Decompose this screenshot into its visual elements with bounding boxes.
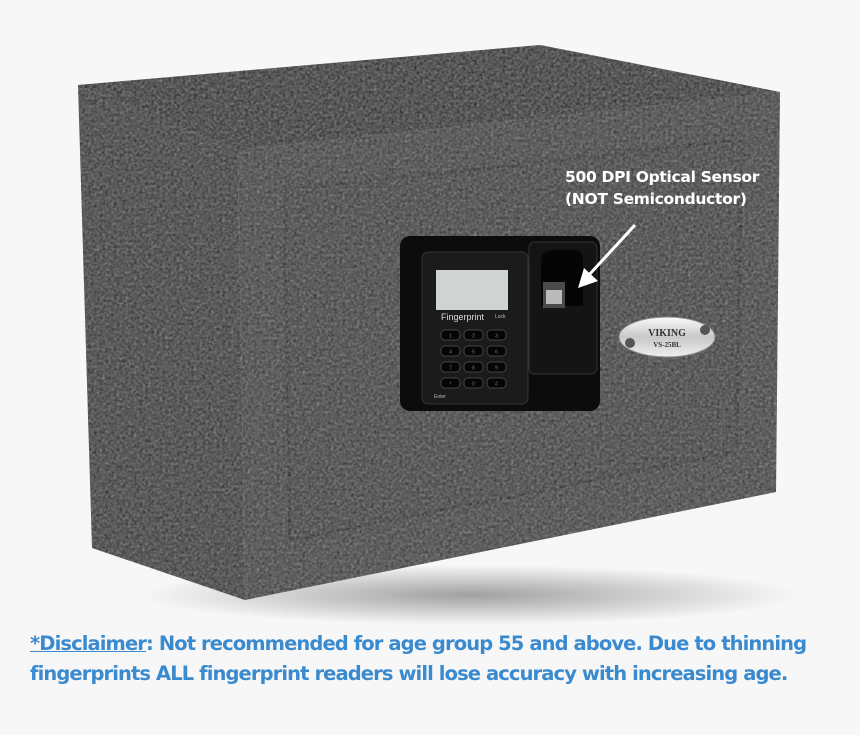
lock-label: Lock [495,314,506,320]
key-6[interactable] [486,345,507,357]
callout-line-2: (NOT Semiconductor) [565,190,747,208]
key-label: 3 [495,334,498,340]
key-4[interactable] [440,345,461,357]
key-label: 5 [472,350,475,356]
disclaimer-text: : Not recommended for age group 55 and a… [30,632,807,685]
disclaimer-heading: *Disclaimer [30,632,147,655]
callout-line-1: 500 DPI Optical Sensor [565,168,760,186]
key-label: # [495,382,498,388]
key-5[interactable] [463,345,484,357]
key-1[interactable] [440,329,461,341]
key-8[interactable] [463,361,484,373]
enter-label: Enter [434,394,446,400]
badge-model: VS-25BL [653,341,681,349]
key-label: 7 [449,366,452,372]
key-label: 1 [449,334,452,340]
key-label: 8 [472,366,475,372]
key-*[interactable] [440,377,461,389]
key-3[interactable] [486,329,507,341]
lcd-screen [436,270,508,310]
disclaimer: *Disclaimer: Not recommended for age gro… [30,629,850,689]
key-#[interactable] [486,377,507,389]
key-label: 2 [472,334,475,340]
badge-brand: VIKING [648,328,686,339]
key-9[interactable] [486,361,507,373]
arrow-icon [578,223,637,288]
key-0[interactable] [463,377,484,389]
sensor-callout: 500 DPI Optical Sensor (NOT Semiconducto… [565,166,759,210]
key-label: 9 [495,366,498,372]
key-7[interactable] [440,361,461,373]
viking-badge: VIKING VS-25BL [618,316,716,358]
lock-housing: Fingerprint Lock Enter 1 2 3 4 5 6 7 8 9 * 0 # [400,236,600,411]
key-2[interactable] [463,329,484,341]
safe-top [78,45,780,150]
key-label: 4 [449,350,452,356]
safe-side [78,85,245,600]
key-label: 0 [472,382,475,388]
key-label: * [450,382,452,388]
keypad[interactable]: 1 2 3 4 5 6 7 8 9 * 0 # [440,329,507,389]
key-label: 6 [495,350,498,356]
keypad-label: Fingerprint [441,312,485,322]
